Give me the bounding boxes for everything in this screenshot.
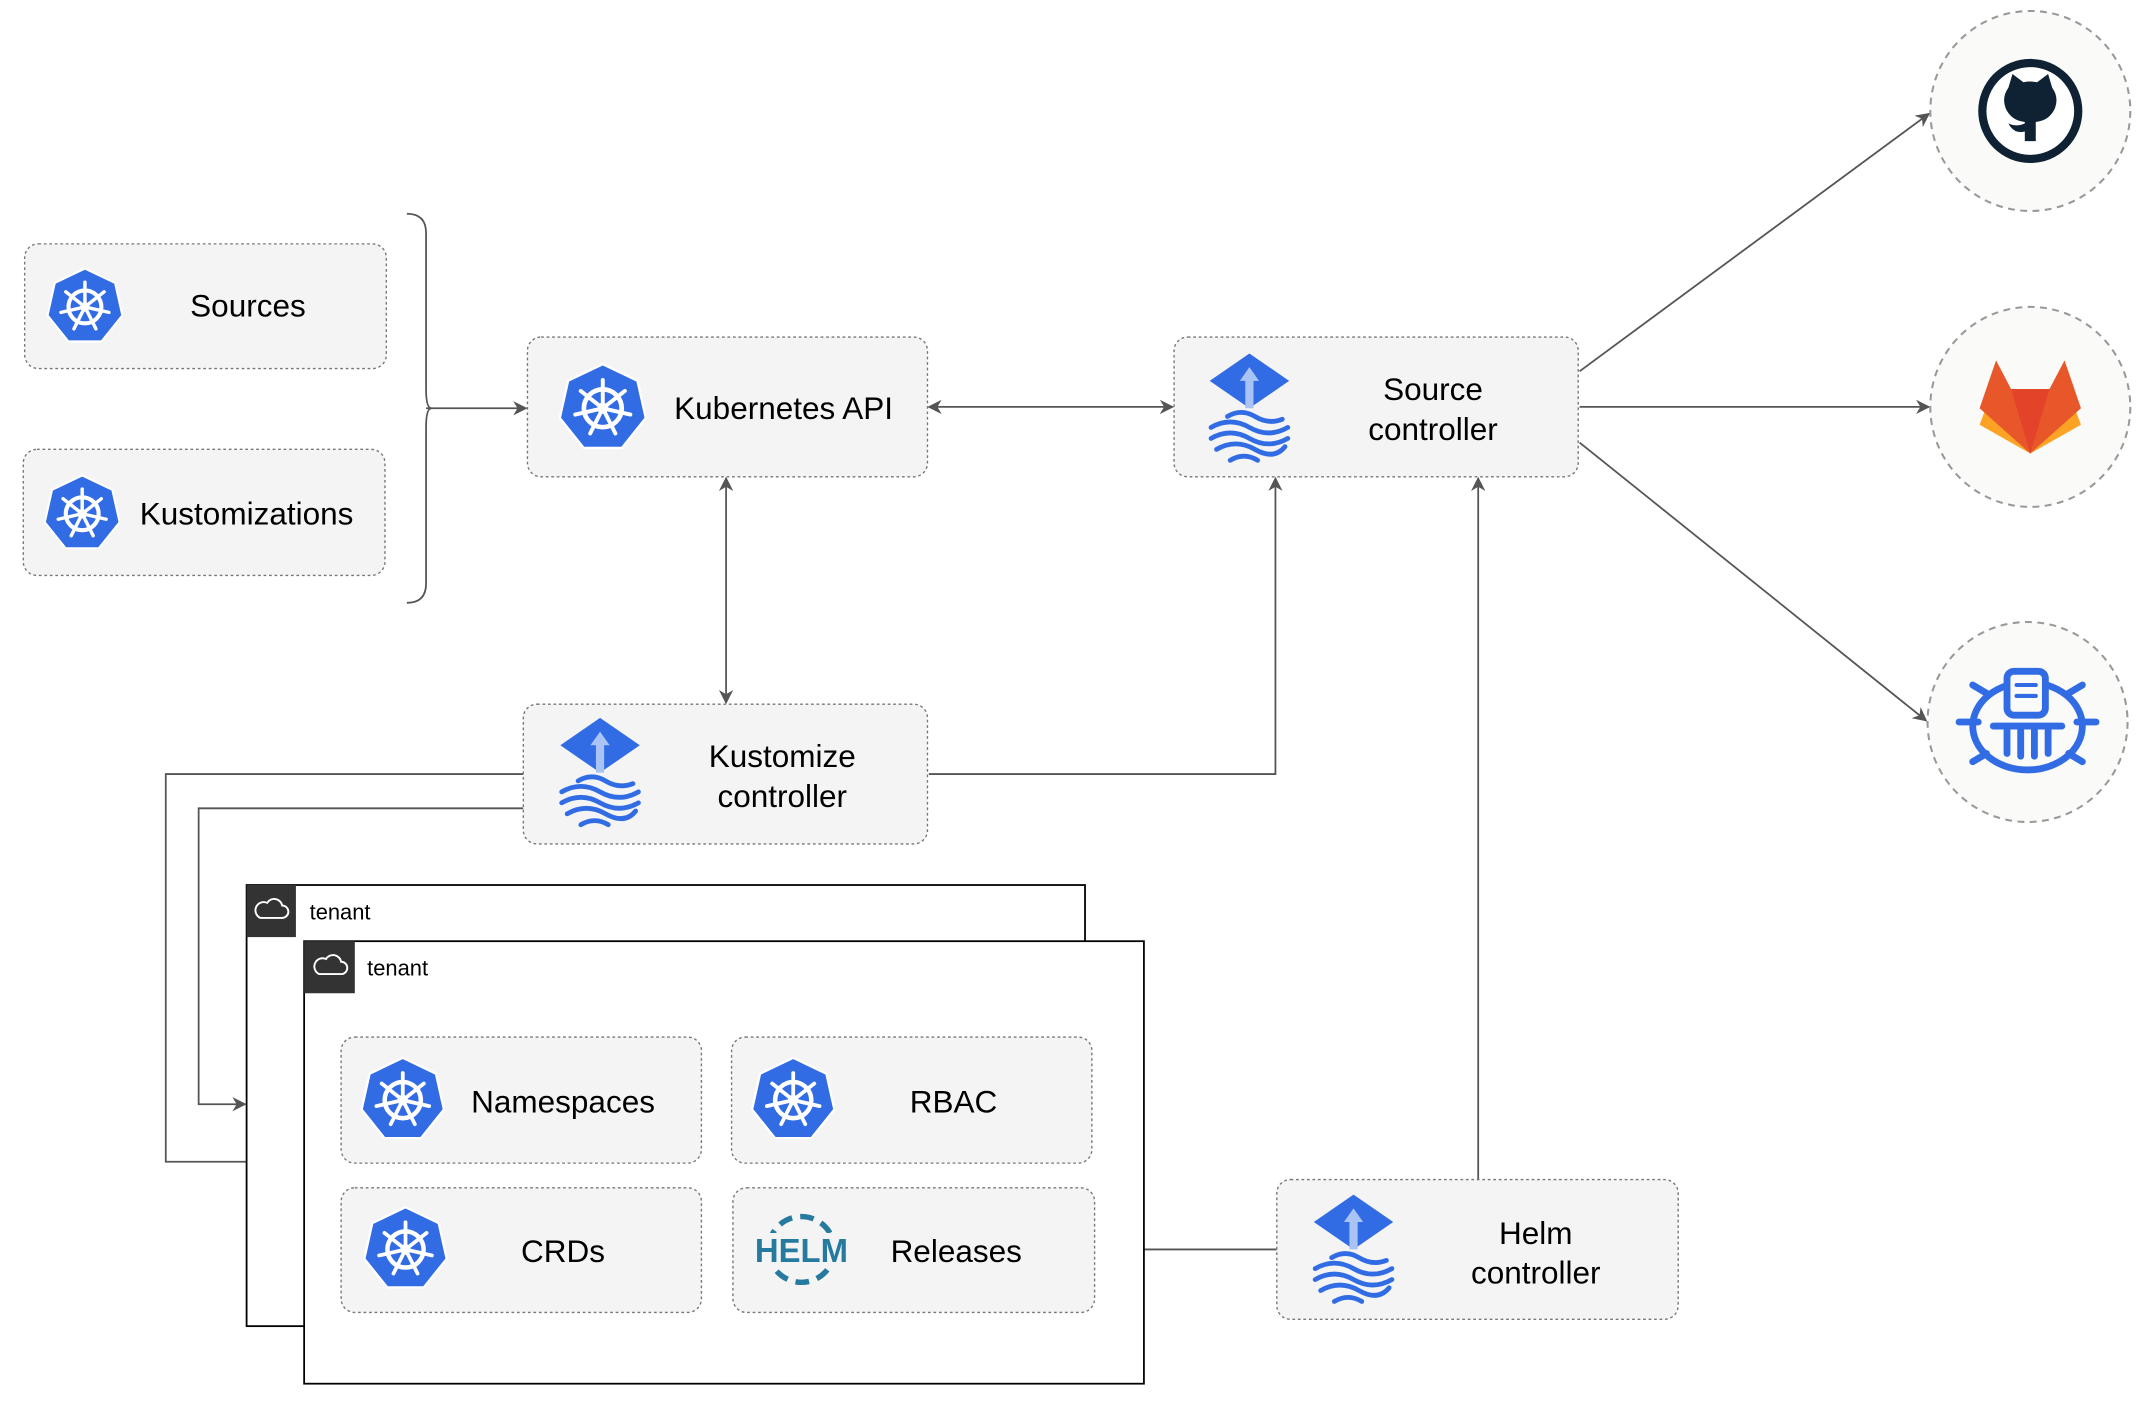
kustomize-controller-node[interactable]: Kustomize controller <box>522 703 929 845</box>
helm-controller-label-2: controller <box>1471 1255 1601 1291</box>
edge-kustomize-to-source <box>928 476 1283 775</box>
crds-item[interactable]: CRDs <box>340 1187 703 1314</box>
svg-text:HELM: HELM <box>755 1232 848 1269</box>
bucket-source[interactable] <box>1926 620 2129 824</box>
source-controller-node[interactable]: Source controller <box>1173 336 1579 478</box>
helm-icon: HELM <box>753 1213 850 1286</box>
source-controller-label-2: controller <box>1368 411 1498 447</box>
crds-label: CRDs <box>521 1233 605 1269</box>
tenant-group-front[interactable]: tenant Namespaces RBAC CRDs HELM Release… <box>303 940 1145 1385</box>
edge-source-to-bucket <box>1579 441 1928 722</box>
gitlab-source[interactable] <box>1929 305 2132 508</box>
kubernetes-api-label: Kubernetes API <box>674 390 893 426</box>
sources-resource[interactable]: Sources <box>23 243 388 370</box>
kustomize-controller-label-1: Kustomize <box>709 738 856 774</box>
edge-source-to-github <box>1579 112 1931 372</box>
rbac-item[interactable]: RBAC <box>730 1036 1093 1164</box>
namespaces-item[interactable]: Namespaces <box>340 1036 703 1164</box>
helm-controller-node[interactable]: Helm controller <box>1276 1178 1679 1320</box>
kustomizations-resource[interactable]: Kustomizations <box>22 448 386 577</box>
github-icon <box>1978 58 2083 164</box>
namespaces-label: Namespaces <box>471 1083 655 1119</box>
kubernetes-api-node[interactable]: Kubernetes API <box>526 336 929 478</box>
bucket-icon <box>1955 667 2100 774</box>
rbac-label: RBAC <box>910 1083 998 1119</box>
edge-kustomize-to-tenant-back <box>197 807 524 1112</box>
releases-item[interactable]: HELM Releases <box>732 1187 1096 1314</box>
sources-label: Sources <box>190 287 306 323</box>
source-controller-label-1: Source <box>1383 371 1483 407</box>
github-source[interactable] <box>1929 9 2132 213</box>
tenant-label: tenant <box>367 955 428 980</box>
gitlab-icon <box>1979 360 2081 454</box>
kustomize-controller-label-2: controller <box>717 778 847 814</box>
helm-controller-label-1: Helm <box>1499 1215 1573 1251</box>
tenant-label: tenant <box>310 899 371 924</box>
releases-label: Releases <box>891 1233 1022 1269</box>
kustomizations-label: Kustomizations <box>140 496 354 532</box>
edge-kustomize-to-tenant-front <box>164 773 524 1169</box>
